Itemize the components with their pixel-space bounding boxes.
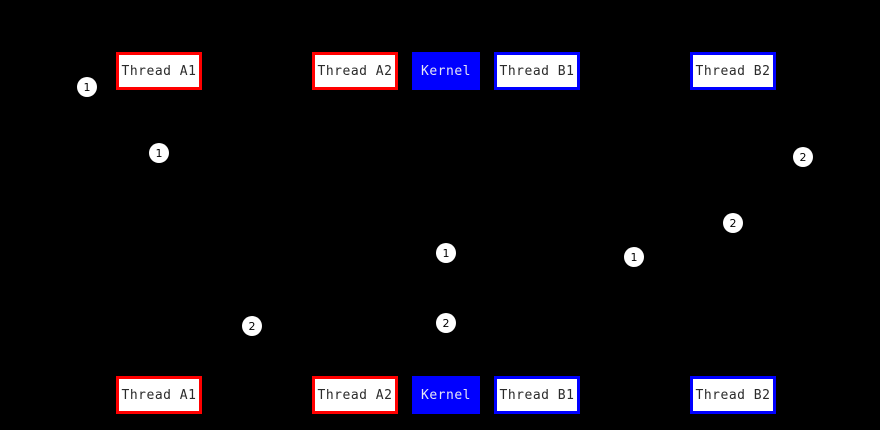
participant-label: Thread B1 bbox=[499, 387, 575, 403]
participant-label: Thread B2 bbox=[695, 387, 771, 403]
participant-label: Thread A2 bbox=[317, 63, 393, 79]
lifeline-thread-b1 bbox=[537, 90, 538, 376]
participant-bottom-kernel[interactable]: Kernel bbox=[412, 376, 480, 414]
participant-label: Thread B2 bbox=[695, 63, 771, 79]
lifeline-thread-a2 bbox=[355, 90, 356, 376]
participant-bottom-thread-b1[interactable]: Thread B1 bbox=[494, 376, 580, 414]
seq-marker-2-thread-a1-lower: 2 bbox=[242, 316, 262, 336]
message-b1-return bbox=[531, 254, 634, 260]
participant-top-thread-b2[interactable]: Thread B2 bbox=[690, 52, 776, 90]
participant-top-thread-a2[interactable]: Thread A2 bbox=[312, 52, 398, 90]
seq-marker-1-thread-b1: 1 bbox=[624, 247, 644, 267]
participant-label: Thread A1 bbox=[121, 63, 197, 79]
participant-top-kernel[interactable]: Kernel bbox=[412, 52, 480, 90]
participant-label: Thread A1 bbox=[121, 387, 197, 403]
seq-marker-1-thread-a1: 1 bbox=[149, 143, 169, 163]
message-kernel-out bbox=[446, 250, 543, 256]
seq-marker-2-thread-b2: 2 bbox=[723, 213, 743, 233]
participant-top-thread-a1[interactable]: Thread A1 bbox=[116, 52, 202, 90]
message-b2-inbound bbox=[727, 154, 803, 160]
seq-marker-2-right-edge: 2 bbox=[793, 147, 813, 167]
participant-label: Kernel bbox=[421, 63, 471, 79]
participant-label: Thread B1 bbox=[499, 63, 575, 79]
participant-bottom-thread-a1[interactable]: Thread A1 bbox=[116, 376, 202, 414]
participant-label: Thread A2 bbox=[317, 387, 393, 403]
seq-marker-1-kernel: 1 bbox=[436, 243, 456, 263]
seq-marker-1-left-edge: 1 bbox=[77, 77, 97, 97]
participant-bottom-thread-b2[interactable]: Thread B2 bbox=[690, 376, 776, 414]
seq-marker-2-kernel-lower: 2 bbox=[436, 313, 456, 333]
lifeline-kernel bbox=[446, 90, 447, 376]
message-a1-to-a2 bbox=[159, 150, 361, 156]
participant-label: Kernel bbox=[421, 387, 471, 403]
lifeline-thread-a1 bbox=[159, 90, 160, 376]
participant-bottom-thread-a2[interactable]: Thread A2 bbox=[312, 376, 398, 414]
lifeline-thread-b2 bbox=[733, 90, 734, 376]
message-b2-to-b1 bbox=[628, 220, 733, 226]
participant-top-thread-b1[interactable]: Thread B1 bbox=[494, 52, 580, 90]
